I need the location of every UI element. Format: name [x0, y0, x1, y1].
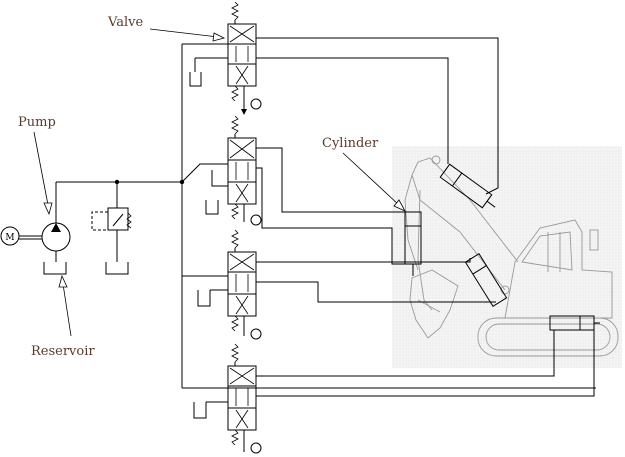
valve-1: [189, 1, 262, 115]
excavator-illustration: [392, 146, 622, 368]
valve-4: [182, 343, 262, 454]
arm-cylinder: [404, 211, 422, 276]
hydraulic-cylinders: [404, 163, 600, 331]
boom-top-cylinder: [439, 163, 496, 209]
excavator-photo-background: [392, 146, 622, 368]
pump-reservoir-tank: [43, 262, 67, 275]
motor-label: M: [5, 233, 14, 243]
boom-lower-cylinder: [464, 253, 508, 307]
pump-direction-triangle: [51, 223, 61, 232]
label-leader-arrows: [33, 28, 406, 337]
cylinder-connection-lines: [182, 37, 596, 397]
cylinder-label: Cylinder: [322, 136, 379, 151]
relief-valve: [91, 182, 132, 275]
valve-2: [205, 115, 262, 226]
pressure-line: [56, 44, 185, 388]
pump-label: Pump: [18, 115, 56, 130]
valve-3: [182, 229, 262, 340]
valve-label: Valve: [107, 15, 143, 30]
reservoir-label: Reservoir: [31, 344, 95, 359]
valve-supply-lines: [181, 43, 228, 183]
swing-cylinder: [549, 315, 600, 331]
pump-motor-group: M: [0, 182, 71, 275]
